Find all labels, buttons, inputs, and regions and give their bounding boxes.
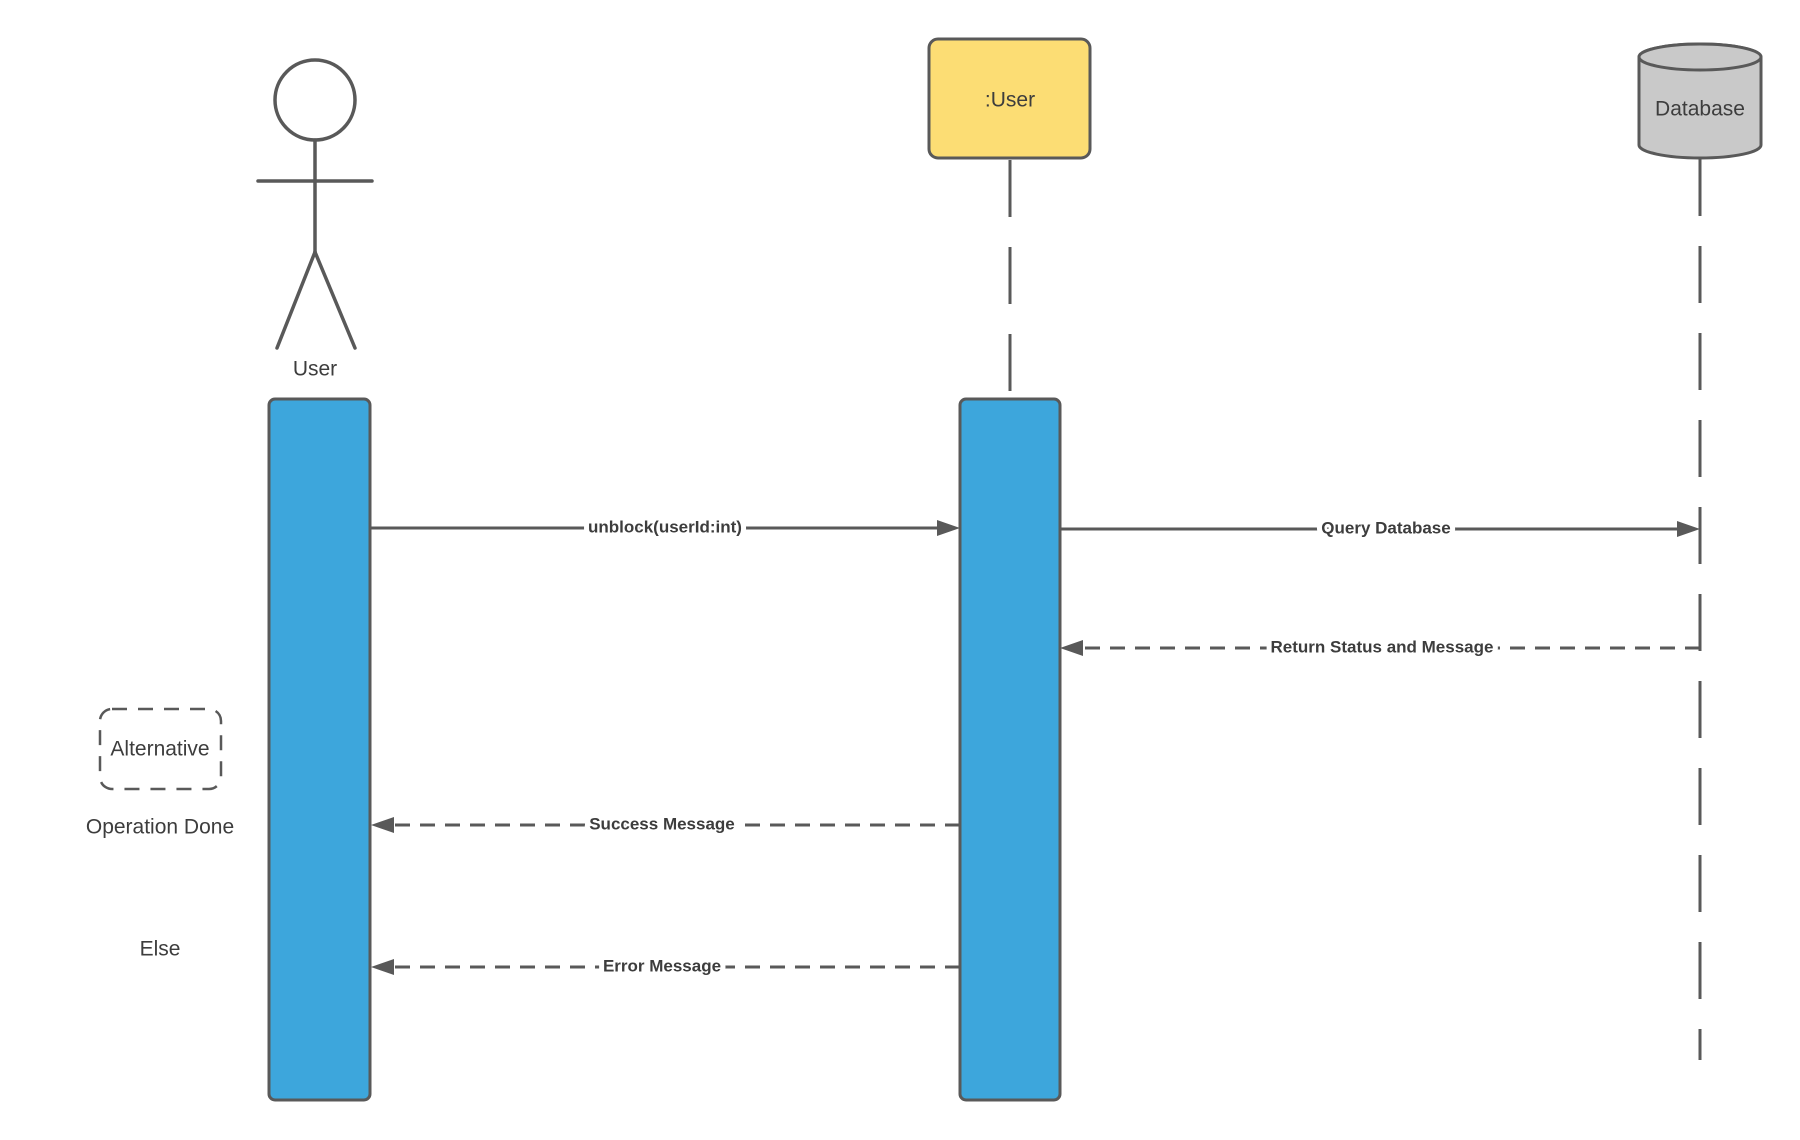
message-unblock-label: unblock(userId:int) xyxy=(588,517,742,536)
actor-user-label: User xyxy=(293,358,337,381)
message-unblock[interactable]: unblock(userId:int) xyxy=(371,512,960,541)
message-error-label: Error Message xyxy=(603,956,721,975)
message-return-status[interactable]: Return Status and Message xyxy=(1060,632,1700,661)
object-user-box[interactable] xyxy=(927,37,1092,160)
fragment-alternative[interactable]: Alternative xyxy=(98,707,223,791)
database-cylinder-top xyxy=(1637,42,1763,72)
object-user[interactable]: :User xyxy=(927,37,1092,160)
stick-figure-icon xyxy=(256,58,374,350)
arrow-right-icon xyxy=(1677,521,1700,537)
arrow-right-icon xyxy=(937,520,960,536)
message-query-database-label: Query Database xyxy=(1321,518,1450,537)
database-label: Database xyxy=(1655,98,1745,121)
message-return-status-label: Return Status and Message xyxy=(1271,637,1494,656)
fragment-alternative-box[interactable] xyxy=(98,707,223,791)
arrow-left-icon xyxy=(1060,640,1083,656)
arrow-left-icon xyxy=(371,959,394,975)
activation-bar-object[interactable] xyxy=(958,397,1062,1102)
branch-else-label: Else xyxy=(140,938,181,961)
actor-user[interactable]: User xyxy=(256,58,374,381)
database-node[interactable]: Database xyxy=(1637,42,1763,160)
message-error[interactable]: Error Message xyxy=(371,951,960,980)
branch-operation-done-label: Operation Done xyxy=(86,816,234,839)
fragment-alternative-label: Alternative xyxy=(110,738,209,761)
message-query-database[interactable]: Query Database xyxy=(1060,513,1700,542)
message-success[interactable]: Success Message xyxy=(371,809,960,838)
arrow-left-icon xyxy=(371,817,394,833)
message-success-label: Success Message xyxy=(589,814,735,833)
object-user-label: :User xyxy=(985,89,1035,112)
activation-bar-user[interactable] xyxy=(267,397,372,1102)
